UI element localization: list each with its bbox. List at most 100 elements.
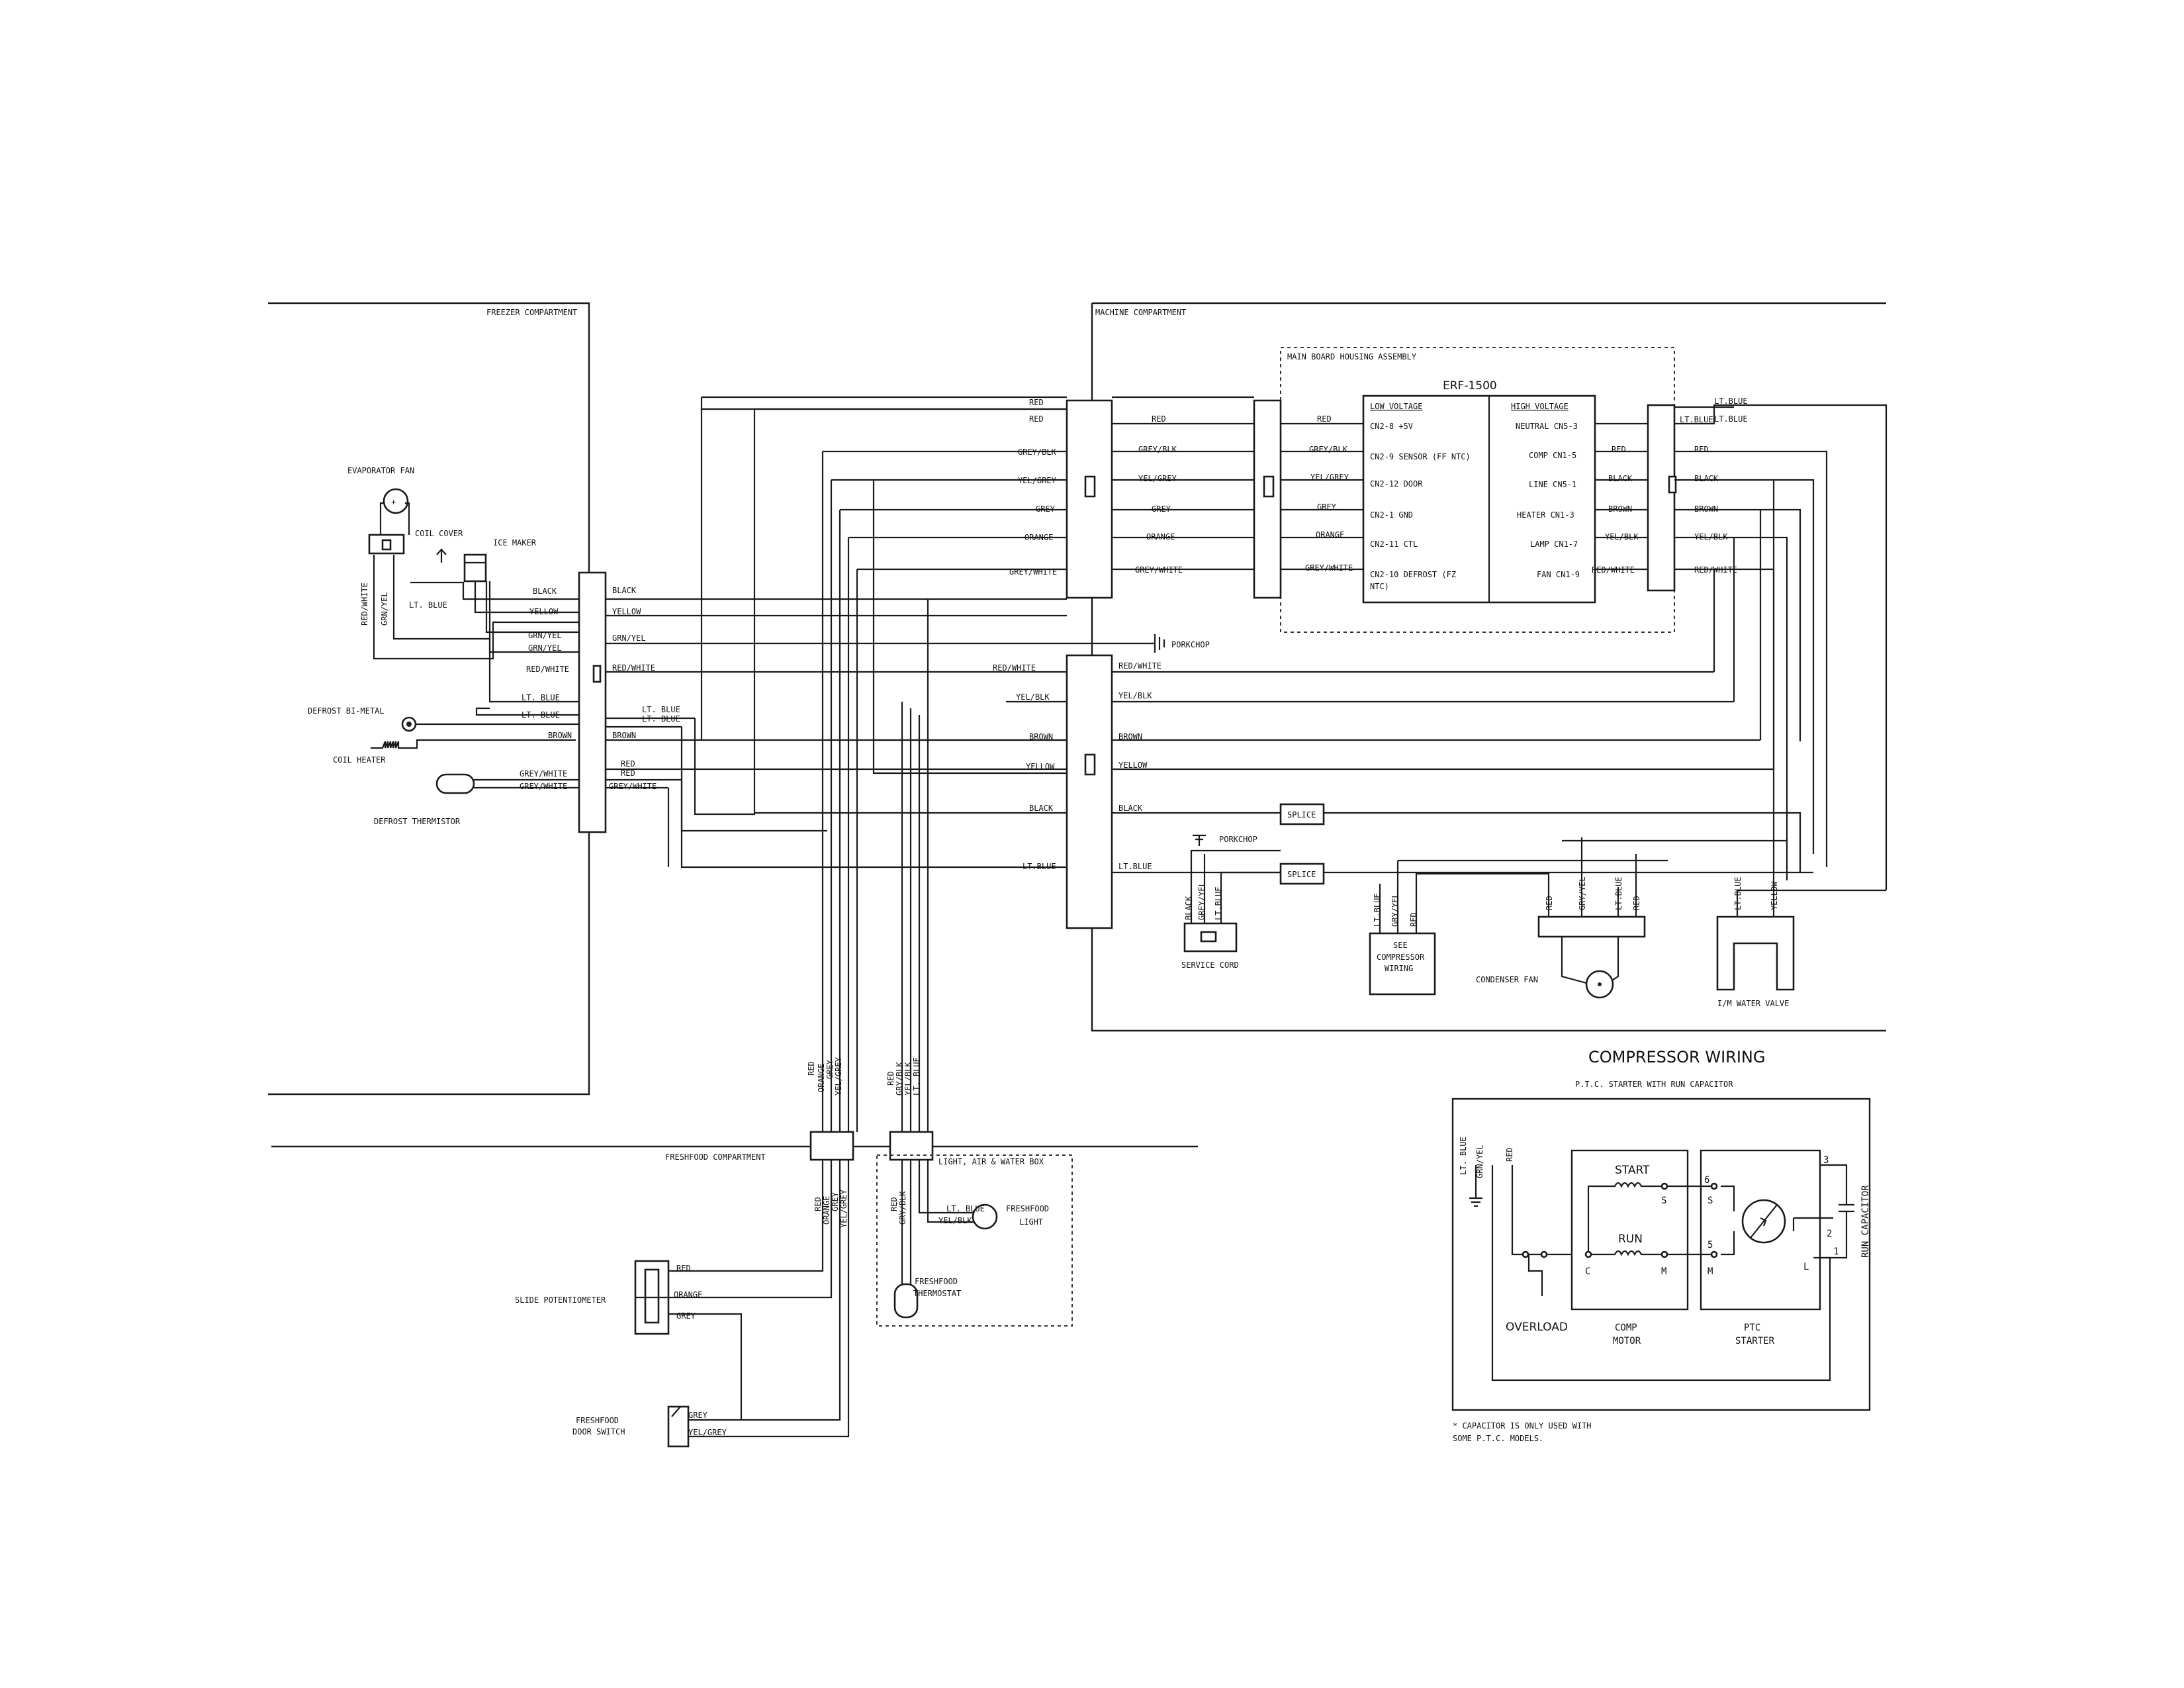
wire-label: BROWN — [1608, 504, 1632, 514]
low-voltage-title: LOW VOLTAGE — [1370, 402, 1422, 411]
wire-label: BLACK — [1694, 474, 1719, 483]
wire-label: RED — [1545, 896, 1554, 910]
wire-label: RED — [1409, 912, 1418, 927]
low-pin: CN2-8 +5V — [1370, 422, 1413, 431]
splice-upper: SPLICE — [1279, 803, 1325, 825]
low-pin: CN2-10 DEFROST (FZ — [1370, 570, 1456, 579]
wire-label: BLACK — [1608, 474, 1633, 483]
wire-label: YEL/GREY — [1310, 473, 1349, 482]
wire-label: RED — [1694, 445, 1709, 454]
wire-label: YEL/GREY — [688, 1428, 727, 1437]
wire-label: GRY/BLK — [895, 1062, 904, 1096]
pin-3: 3 — [1823, 1155, 1829, 1166]
water-valve: I/M WATER VALVE LT.BLUE YELLOW — [1716, 876, 1886, 1008]
ptc-label: STARTER — [1735, 1336, 1775, 1346]
condenser-fan-label: CONDENSER FAN — [1476, 975, 1538, 984]
evaporator-fan: EVAPORATOR FAN + — [347, 466, 414, 555]
compressor-wiring: COMPRESSOR WIRING P.T.C. STARTER WITH RU… — [1451, 1048, 1871, 1443]
wire-label: BLACK — [533, 586, 557, 596]
wire-label: GREY — [1152, 504, 1171, 514]
evaporator-fan-label: EVAPORATOR FAN — [347, 466, 414, 475]
board-model: ERF-1500 — [1443, 379, 1497, 393]
ff-thermo-label: THERMOSTAT — [913, 1289, 961, 1298]
freshfood-connector-left — [809, 1131, 854, 1161]
splice-label: SPLICE — [1287, 810, 1316, 820]
wire-label: GREY — [825, 1059, 835, 1079]
wire-label: LT.BLUE — [1714, 414, 1748, 424]
porkchop-label: PORKCHOP — [1219, 835, 1257, 844]
wire-label: RED — [889, 1197, 899, 1211]
wire-label: BROWN — [1118, 732, 1142, 741]
defrost-bimetal-label: DEFROST BI-METAL — [308, 706, 385, 716]
wire-label: BROWN — [612, 731, 636, 740]
pin-2: 2 — [1827, 1229, 1832, 1239]
wire-label: LT.BLUE — [1733, 876, 1743, 910]
wire-label: RED — [886, 1071, 895, 1086]
ff-thermo-label: FRESHFOOD — [915, 1277, 958, 1286]
wire-label: GRN/YEL — [528, 631, 562, 640]
slide-potentiometer: SLIDE POTENTIOMETER RED ORANGE GREY — [515, 1260, 702, 1335]
service-cord: SERVICE CORD BLACK GREY/YEL LT.BLUE — [1181, 849, 1281, 970]
wire-label: GREY — [688, 1411, 708, 1420]
wire-label: YELLOW — [612, 607, 641, 616]
wire-label: YELLOW — [1770, 881, 1779, 910]
wire-label: RED/WHITE — [612, 663, 655, 673]
wire-label: LT.BLUE — [1023, 862, 1056, 871]
ptc-m: M — [1707, 1266, 1713, 1277]
high-voltage-wires: LT.BLUE LT.BLUE LT.BLUE RED BLACK BROWN … — [1592, 397, 1888, 890]
wire-label: BROWN — [548, 731, 572, 740]
wire-label: GREY/WHITE — [1305, 563, 1353, 573]
capacitor-note: SOME P.T.C. MODELS. — [1453, 1434, 1543, 1443]
wire-label: YEL/GREY — [1138, 474, 1177, 483]
wire-label: GREY/WHITE — [1135, 565, 1183, 575]
wire-label: BLACK — [1184, 896, 1193, 920]
pin-6: 6 — [1704, 1175, 1709, 1186]
high-pin: LAMP CN1-7 — [1530, 539, 1578, 549]
door-switch-label: FRESHFOOD — [576, 1416, 619, 1425]
board-high-connector — [1647, 404, 1676, 592]
high-pin: FAN CN1-9 — [1537, 570, 1580, 579]
wire-label: GREY/WHITE — [520, 782, 567, 791]
wire-label: BLACK — [1118, 804, 1143, 813]
machine-top-labels: RED RED GREY/BLK YEL/GREY GREY ORANGE GR… — [1009, 398, 1353, 577]
run-capacitor-label: RUN CAPACITOR — [1860, 1185, 1871, 1258]
wire-label: GREY/YEL — [1197, 882, 1206, 920]
wire-label: YEL/GREY — [839, 1189, 848, 1228]
high-voltage-title: HIGH VOLTAGE — [1511, 402, 1569, 411]
wire-label: LT. BLUE — [912, 1057, 921, 1096]
capacitor-note: * CAPACITOR IS ONLY USED WITH — [1453, 1421, 1592, 1430]
freezer-wiring: RED/WHITE GRN/YEL LT. BLUE BLACK YELLOW … — [360, 555, 579, 791]
ice-maker — [463, 553, 487, 583]
wire-label: YEL/BLK — [1016, 692, 1050, 702]
wire-label: YEL/BLK — [903, 1062, 913, 1096]
freezer-right-wires: BLACK YELLOW GRN/YEL RED/WHITE LT. BLUE … — [606, 586, 1155, 791]
see-compressor-box: SEE COMPRESSOR WIRING LT.BLUE GRY/YEL RE… — [1369, 859, 1668, 996]
wire-label: RED — [621, 759, 635, 769]
wire-label: LT. BLUE — [409, 600, 447, 610]
wire-label: LT. BLUE — [522, 693, 560, 702]
condenser-fan: CONDENSER FAN RED GRY/YEL LT.BLUE RED — [1476, 837, 1787, 999]
high-pin: NEUTRAL CN5-3 — [1516, 422, 1578, 431]
low-pin: NTC) — [1370, 582, 1389, 591]
coil-heater-label: COIL HEATER — [333, 755, 386, 765]
light-air-water-box: LIGHT, AIR & WATER BOX FRESHFOOD LIGHT L… — [876, 1154, 1073, 1327]
wire-label: BROWN — [1694, 504, 1718, 514]
wire-label: YEL/BLK — [1118, 691, 1152, 700]
wire-label: YELLOW — [1118, 761, 1148, 770]
wire-label: GREY/BLK — [1018, 447, 1057, 457]
freezer-connector — [578, 571, 607, 833]
wire-label: LT. BLUE — [642, 705, 680, 714]
erf-1500-board — [1362, 395, 1596, 604]
wire-label: LT. BLUE — [522, 710, 560, 720]
connectors — [578, 399, 1677, 1161]
wire-label: GREY — [1036, 504, 1056, 514]
service-cord-plug — [1183, 922, 1238, 953]
wire-label: RED — [1029, 398, 1044, 407]
wire-label: RED — [807, 1061, 816, 1076]
splice-lower: SPLICE — [1279, 863, 1325, 885]
freshfood-compartment-label: FRESHFOOD COMPARTMENT — [665, 1152, 766, 1162]
coil-cover: COIL COVER ICE MAKER — [415, 529, 537, 583]
wire-label: ORANGE — [1146, 532, 1175, 541]
wire-label: LT. BLUE — [946, 1204, 985, 1213]
